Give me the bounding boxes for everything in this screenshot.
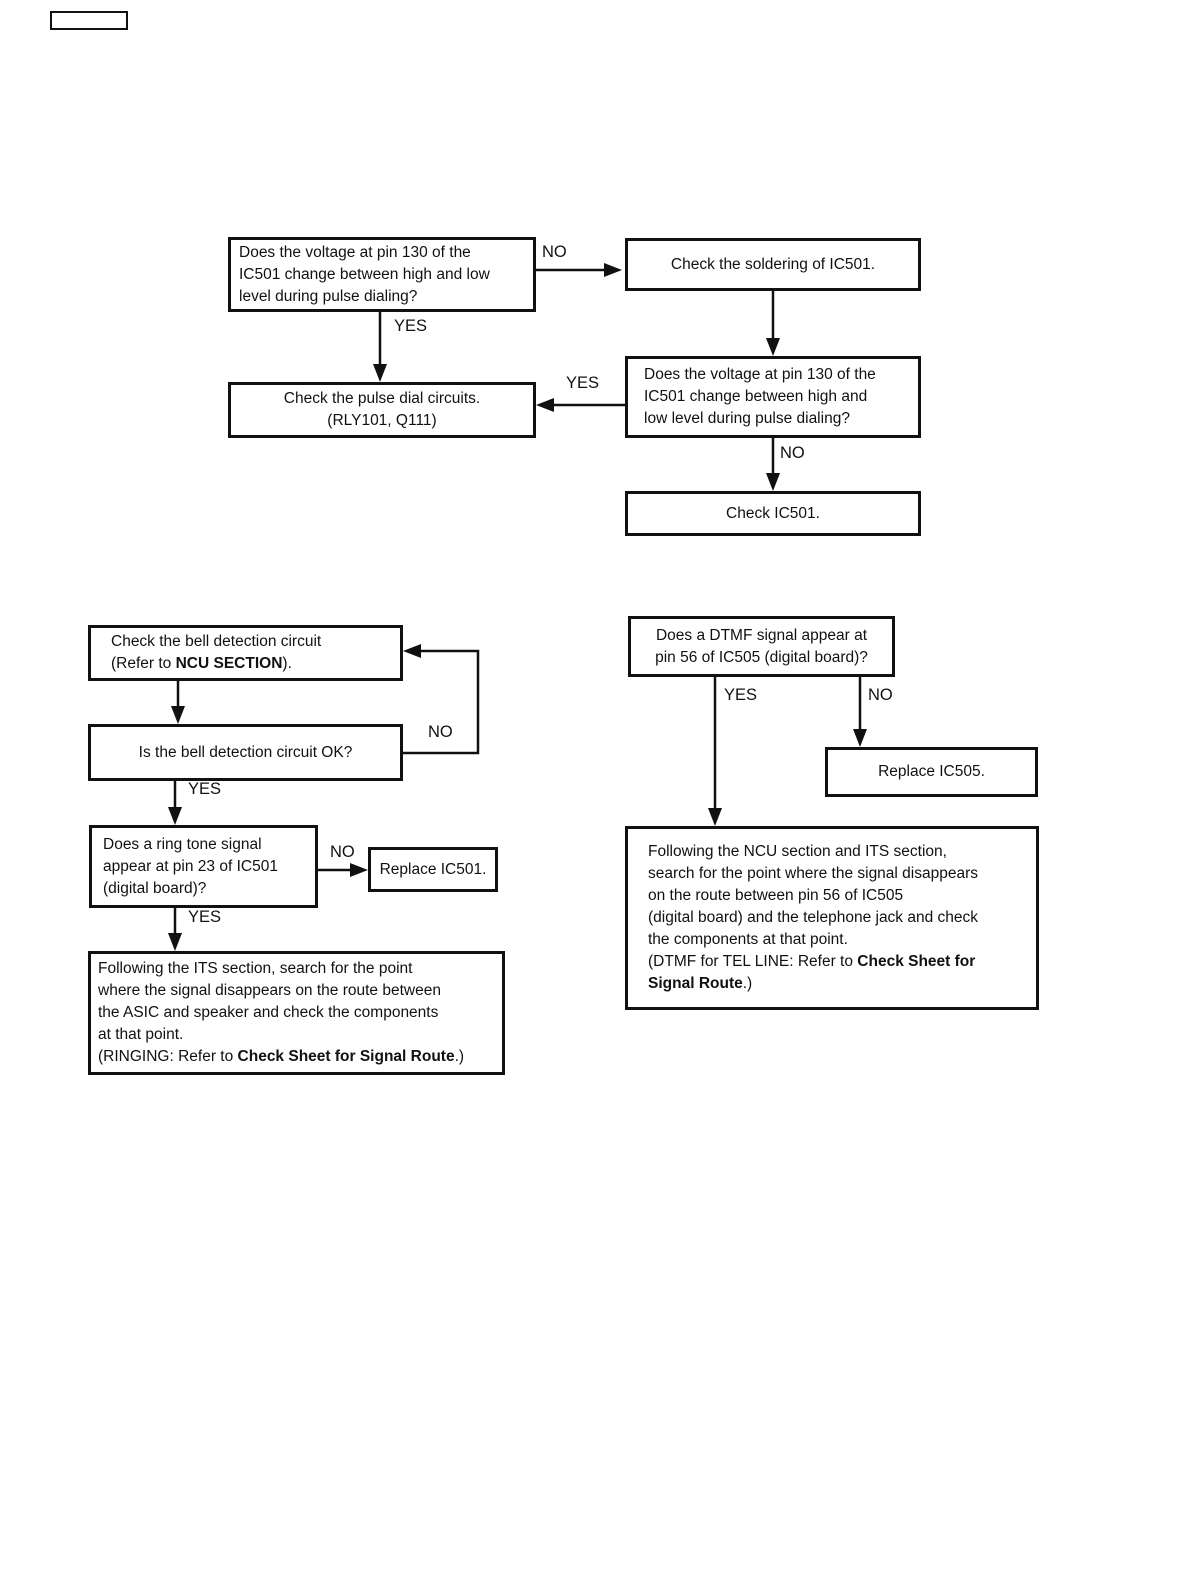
text-span: (RINGING: Refer to (98, 1048, 238, 1065)
box-text-line: IC501 change between high and (644, 388, 868, 405)
box-text-line: Is the bell detection circuit OK? (138, 743, 353, 761)
flow-box-pulse-question-2: Does the voltage at pin 130 of the IC501… (625, 356, 921, 438)
box-text-line: on the route between pin 56 of IC505 (648, 887, 904, 904)
flow-box-check-pulse-dial: Check the pulse dial circuits. (RLY101, … (228, 382, 536, 438)
text-span: ). (282, 655, 292, 672)
box-text-line: Signal Route.) (648, 973, 1036, 995)
box-text-line: Check the bell detection circuit (111, 633, 322, 650)
flow-box-follow-ncu-its-section: Following the NCU section and ITS sectio… (625, 826, 1039, 1010)
text-span-bold: NCU SECTION (175, 655, 283, 672)
text-span: (DTMF for TEL LINE: Refer to (648, 953, 858, 970)
flow-box-check-ic501: Check IC501. (625, 491, 921, 536)
flow-box-pulse-question-1: Does the voltage at pin 130 of the IC501… (228, 237, 536, 312)
branch-label-yes: YES (724, 686, 758, 704)
box-text-line: Following the NCU section and ITS sectio… (648, 843, 947, 860)
flow-box-dtmf-question: Does a DTMF signal appear at pin 56 of I… (628, 616, 895, 677)
box-text-line: Does the voltage at pin 130 of the (644, 366, 876, 383)
box-text-line: Check the pulse dial circuits. (283, 390, 481, 407)
box-text-line: Check IC501. (726, 504, 820, 522)
box-text-line: Replace IC505. (878, 763, 985, 780)
box-text-line: appear at pin 23 of IC501 (103, 857, 278, 875)
branch-label-yes: YES (566, 374, 600, 392)
box-text-line: low level during pulse dialing? (644, 410, 850, 427)
box-text-line: at that point. (98, 1026, 184, 1043)
box-text-line: Replace IC501. (379, 860, 487, 878)
box-text-line: Following the ITS section, search for th… (98, 960, 413, 977)
text-span: .) (742, 975, 753, 992)
flow-box-check-soldering: Check the soldering of IC501. (625, 238, 921, 291)
box-text-line: Check the soldering of IC501. (670, 255, 876, 273)
box-text-line: (RLY101, Q111) (327, 412, 437, 429)
box-text-line: the ASIC and speaker and check the compo… (98, 1004, 439, 1021)
box-text-line: Does the voltage at pin 130 of the (239, 243, 471, 261)
branch-label-yes: YES (188, 780, 222, 798)
page-marker-box (50, 11, 128, 30)
branch-label-no: NO (428, 723, 453, 741)
branch-label-yes: YES (394, 317, 428, 335)
box-text-line: pin 56 of IC505 (digital board)? (655, 648, 868, 666)
flow-box-follow-its-section: Following the ITS section, search for th… (88, 951, 505, 1075)
box-text-line: search for the point where the signal di… (648, 865, 979, 882)
text-span-bold: Check Sheet for Signal Route (237, 1048, 455, 1065)
branch-label-no: NO (542, 243, 567, 261)
box-text-line: (Refer to NCU SECTION). (111, 653, 400, 675)
arrow-no-loop-bell (403, 649, 480, 755)
text-span-bold: Check Sheet for (857, 953, 976, 970)
box-text-line: (digital board)? (103, 879, 207, 897)
text-span: (Refer to (111, 655, 176, 672)
box-text-line: the components at that point. (648, 931, 848, 948)
flow-box-ring-tone-question: Does a ring tone signal appear at pin 23… (89, 825, 318, 908)
box-text-line: where the signal disappears on the route… (98, 982, 441, 999)
box-text-line: IC501 change between high and low (239, 265, 490, 283)
box-text-line: (digital board) and the telephone jack a… (648, 909, 979, 926)
flow-box-check-bell-detection: Check the bell detection circuit (Refer … (88, 625, 403, 681)
branch-label-no: NO (868, 686, 893, 704)
box-text-line: (RINGING: Refer to Check Sheet for Signa… (98, 1046, 502, 1068)
text-span: .) (454, 1048, 465, 1065)
branch-label-no: NO (780, 444, 805, 462)
flow-box-bell-ok-question: Is the bell detection circuit OK? (88, 724, 403, 781)
box-text-line: Does a DTMF signal appear at (655, 626, 868, 644)
text-span-bold: Signal Route (648, 975, 743, 992)
branch-label-no: NO (330, 843, 355, 861)
box-text-line: Does a ring tone signal (103, 835, 262, 853)
box-text-line: (DTMF for TEL LINE: Refer to Check Sheet… (648, 951, 1036, 973)
flow-box-replace-ic505: Replace IC505. (825, 747, 1038, 797)
flow-box-replace-ic501: Replace IC501. (368, 847, 498, 892)
box-text-line: level during pulse dialing? (239, 287, 418, 305)
branch-label-yes: YES (188, 908, 222, 926)
arrowheads (168, 263, 867, 951)
